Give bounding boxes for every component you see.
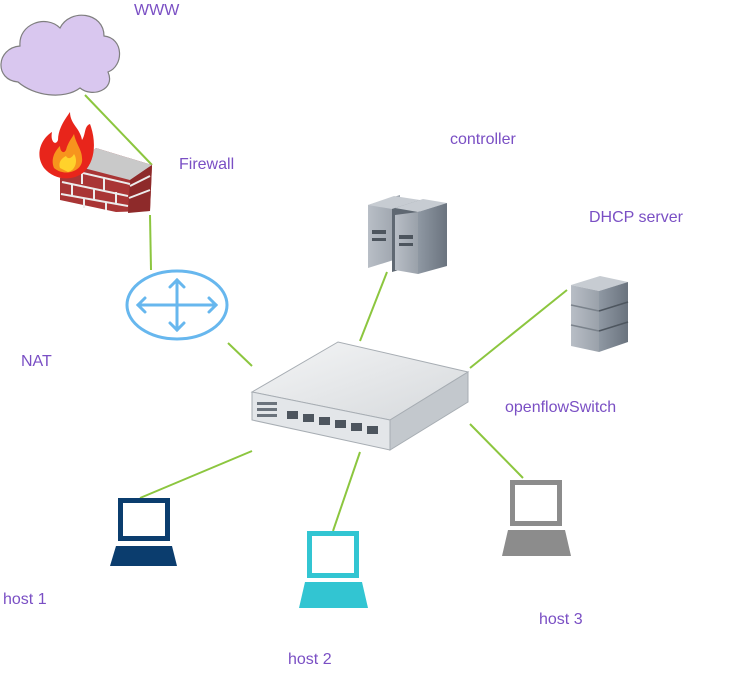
link-www-firewall xyxy=(84,94,153,166)
link-controller-switch xyxy=(359,271,388,342)
controller-server-icon[interactable] xyxy=(368,195,447,274)
link-switch-host1 xyxy=(139,450,253,499)
firewall-icon[interactable] xyxy=(39,112,152,213)
label-firewall: Firewall xyxy=(179,156,235,173)
dhcp-server-icon[interactable] xyxy=(570,276,629,352)
link-nat-switch xyxy=(227,342,253,367)
router-icon[interactable] xyxy=(125,269,229,341)
label-nat: NAT xyxy=(21,353,52,370)
laptop-icon[interactable] xyxy=(299,531,368,608)
links xyxy=(84,94,568,532)
label-controller: controller xyxy=(450,131,516,148)
cloud-icon[interactable] xyxy=(0,14,121,96)
label-openflow-switch: openflowSwitch xyxy=(505,399,617,416)
switch-icon[interactable] xyxy=(250,341,470,451)
link-switch-host2 xyxy=(332,451,361,532)
laptop-icon[interactable] xyxy=(502,480,571,556)
label-www: WWW xyxy=(134,2,180,19)
link-firewall-nat xyxy=(149,214,152,271)
label-host-3: host 3 xyxy=(539,611,583,628)
link-switch-host3 xyxy=(469,423,524,479)
laptop-icon[interactable] xyxy=(110,498,177,566)
label-dhcp-server: DHCP server xyxy=(589,209,683,226)
label-host-1: host 1 xyxy=(3,591,47,608)
link-dhcp-switch xyxy=(469,289,568,369)
label-host-2: host 2 xyxy=(288,651,332,668)
